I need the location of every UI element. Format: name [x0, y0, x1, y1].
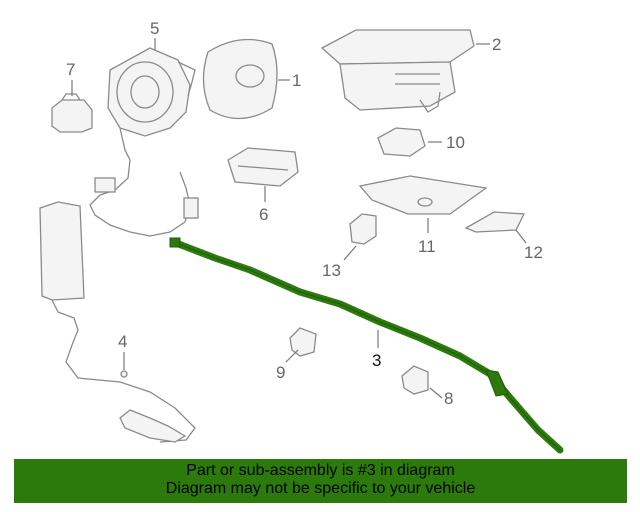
part-5-clock-spring[interactable]: [89, 47, 199, 237]
notice-banner: Part or sub-assembly is #3 in diagram Di…: [14, 459, 627, 503]
banner-line-1: Part or sub-assembly is #3 in diagram: [186, 462, 455, 479]
part-4-side-airbag-module[interactable]: [39, 201, 196, 443]
part-13-impact-sensor[interactable]: [349, 213, 377, 245]
part-10-sensor[interactable]: [377, 127, 426, 157]
callout-1: 1: [292, 71, 301, 90]
part-2-passenger-airbag[interactable]: [320, 29, 475, 113]
part-12-clip[interactable]: [464, 211, 526, 233]
callout-10: 10: [446, 133, 465, 152]
callout-2: 2: [492, 35, 501, 54]
callout-8: 8: [444, 389, 453, 408]
callout-7: 7: [66, 60, 75, 79]
part-3-curtain-airbag-highlighted[interactable]: [169, 237, 564, 454]
leader-lines: [71, 38, 527, 399]
part-11-pad[interactable]: [358, 175, 488, 215]
part-9-retainer[interactable]: [289, 327, 317, 357]
callout-5: 5: [150, 19, 159, 38]
callout-3: 3: [372, 351, 381, 370]
part-8-retainer[interactable]: [401, 365, 429, 395]
part-7-bracket[interactable]: [51, 93, 93, 133]
callout-labels: 1 2 3 4 5 6 7 8 9 10 11 12 13: [66, 19, 543, 408]
banner-line-2: Diagram may not be specific to your vehi…: [165, 480, 476, 497]
callout-11: 11: [418, 237, 436, 256]
callout-6: 6: [259, 205, 268, 224]
callout-9: 9: [276, 363, 285, 382]
callout-12: 12: [524, 243, 543, 262]
callout-4: 4: [118, 332, 127, 351]
part-6-control-module[interactable]: [227, 147, 299, 187]
part-1-driver-airbag[interactable]: [202, 38, 278, 120]
callout-13: 13: [322, 261, 341, 280]
